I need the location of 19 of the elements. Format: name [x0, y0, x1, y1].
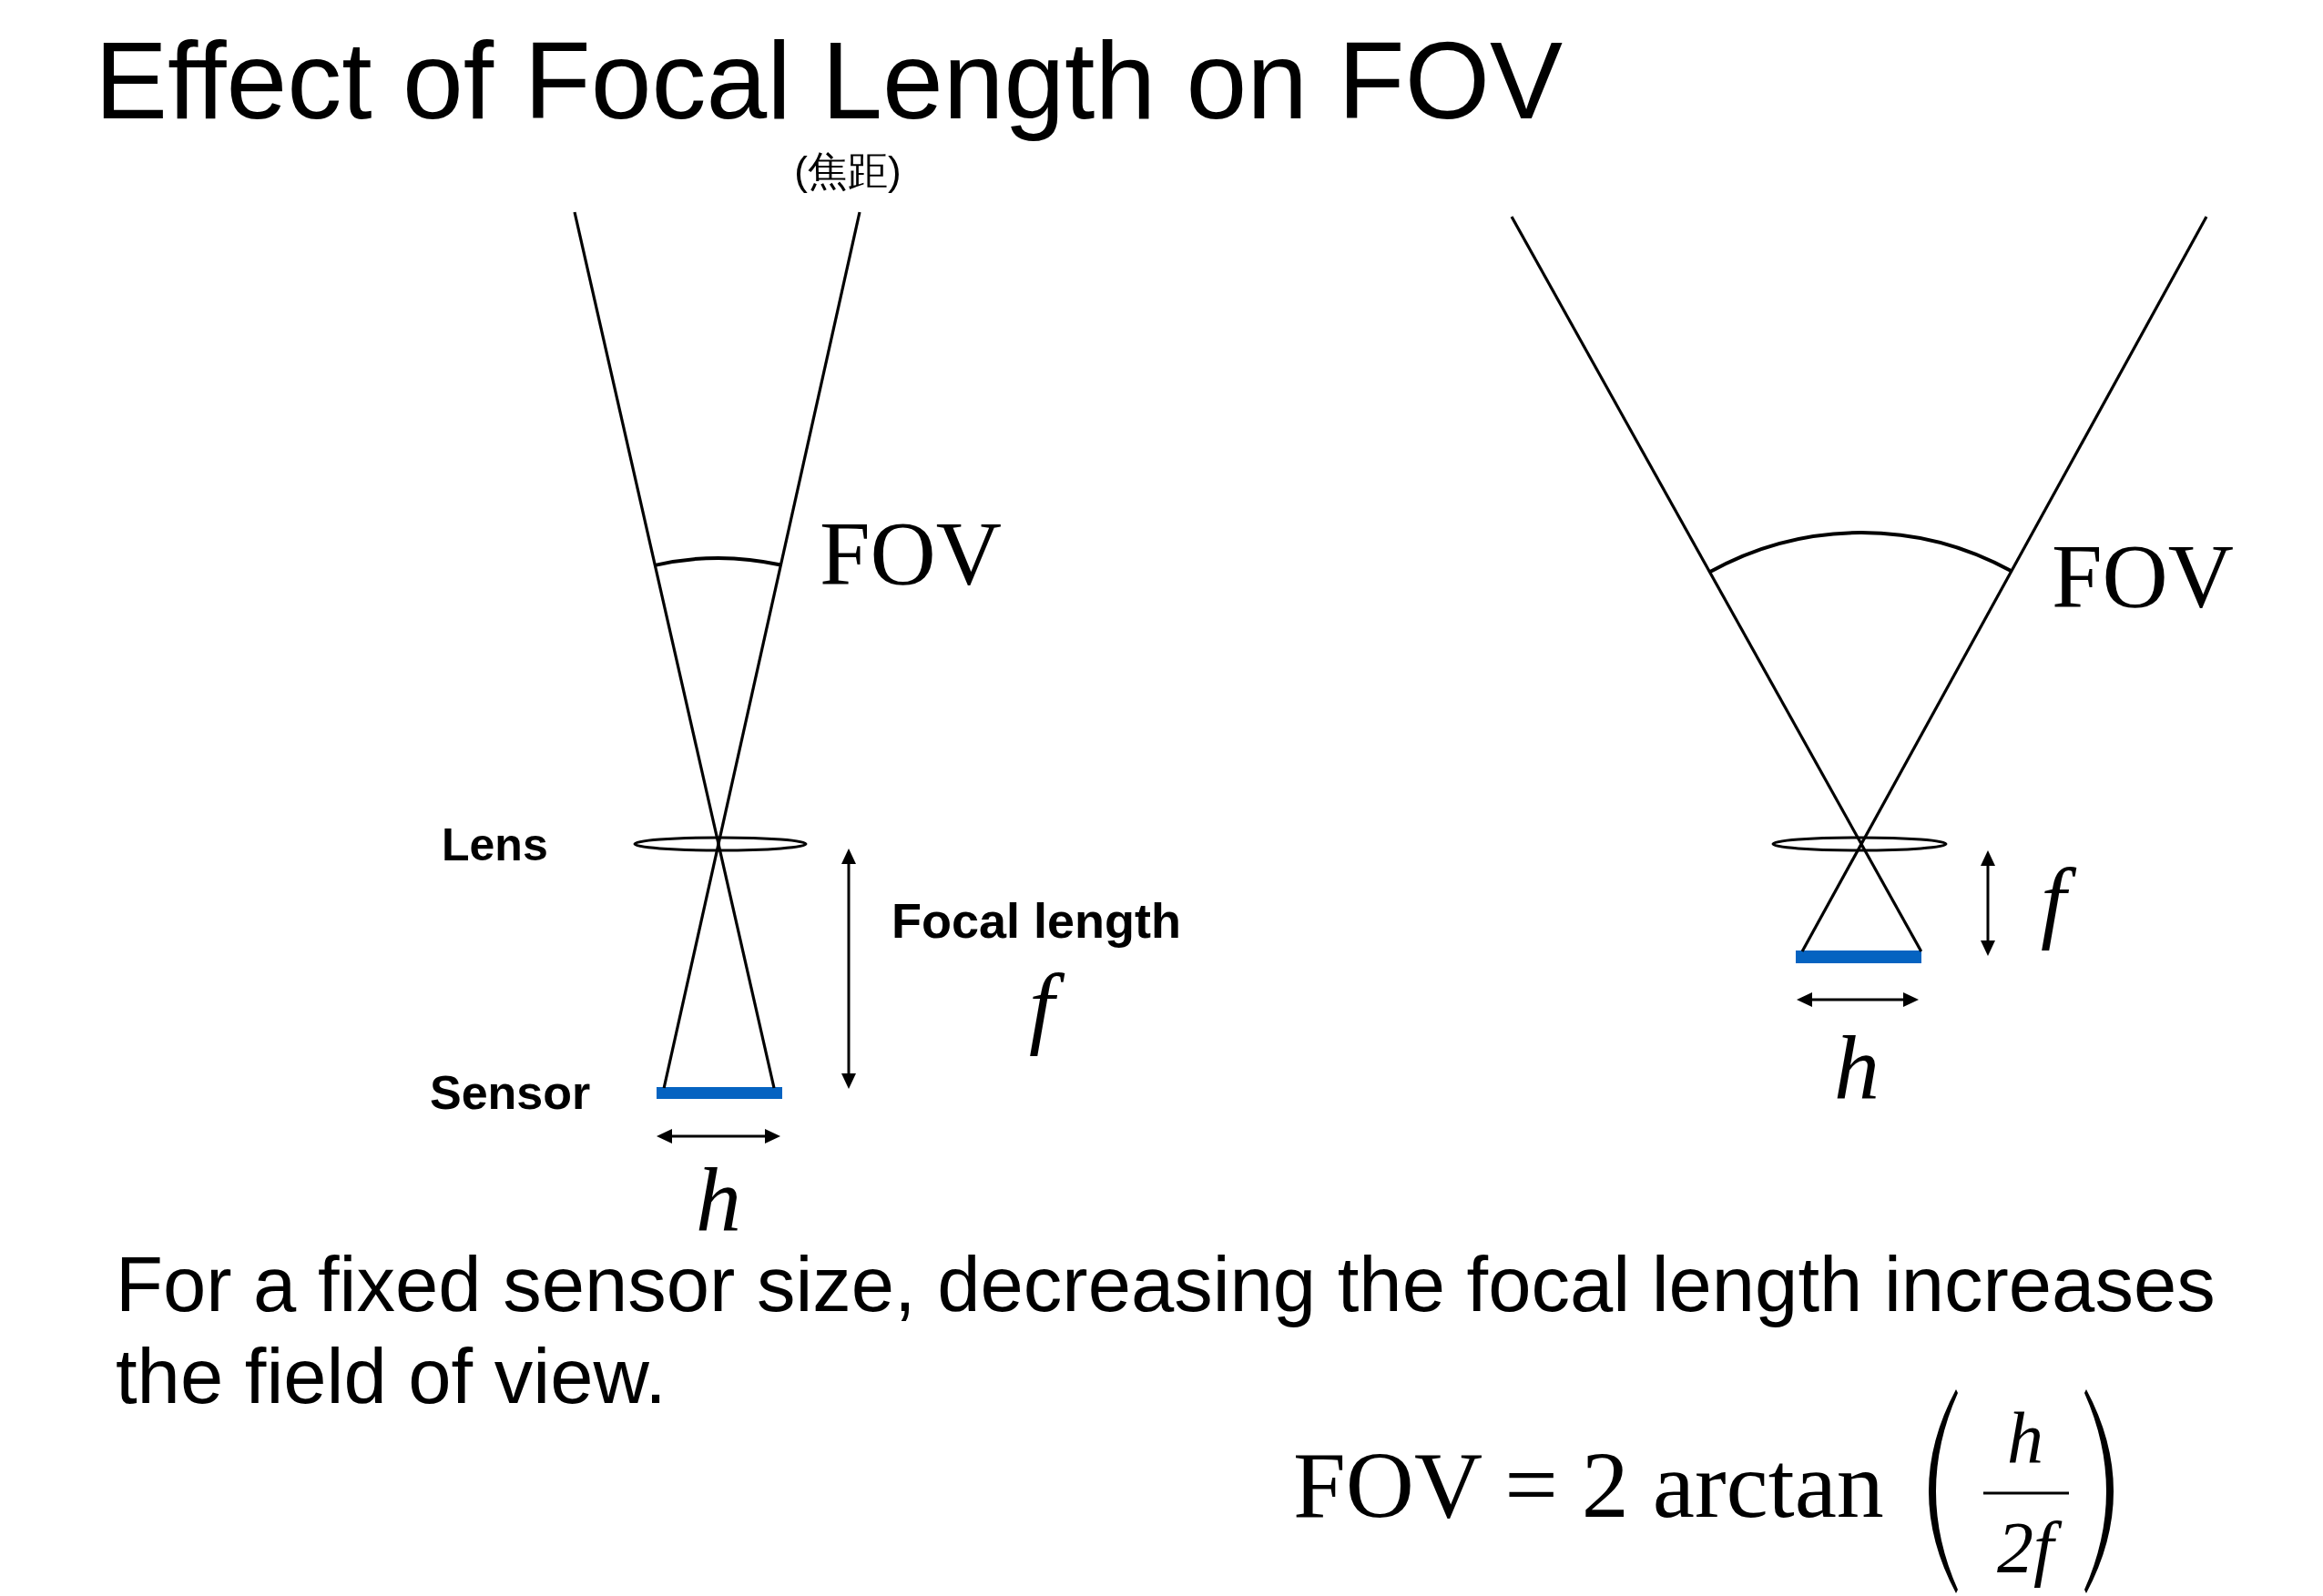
lens: [633, 836, 808, 852]
part-label: Lens: [442, 819, 548, 872]
fraction-denominator: 2f: [1985, 1502, 2065, 1593]
formula-text: FOV = 2 arctan: [1293, 1431, 1884, 1540]
dimension-label: Focal length: [892, 891, 1181, 950]
variable-label: f: [1011, 953, 1073, 1061]
title: Effect of Focal Length on FOV: [95, 18, 1564, 143]
translation-note: (焦距): [794, 147, 902, 195]
part-label: Sensor: [430, 1066, 591, 1121]
angle-label: FOV: [820, 501, 1003, 605]
variable-label: h: [695, 1164, 742, 1236]
variable-label: h: [1833, 1015, 1880, 1120]
fraction-numerator: h: [2006, 1408, 2044, 1467]
body-text: For a fixed sensor size, decreasing the focal length increases the field of view.: [116, 1240, 2216, 1406]
angle-label: FOV: [2052, 524, 2235, 628]
sensor-bar: [1796, 950, 1921, 963]
variable-label: f: [2022, 848, 2084, 955]
sensor-bar: [657, 1087, 782, 1099]
lens: [1771, 836, 1948, 852]
